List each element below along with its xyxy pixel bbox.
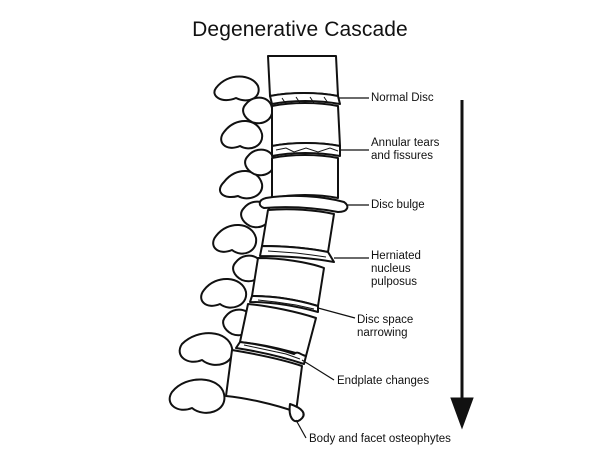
facet-joint — [242, 96, 274, 125]
label-herniated-line1: Herniated — [371, 250, 421, 262]
cascade-arrow-head — [450, 397, 474, 430]
disc-fissure-lines — [275, 147, 339, 153]
disc-annular-tears — [271, 142, 341, 157]
leader-line-endplate — [301, 359, 335, 381]
posterior-process — [219, 170, 264, 200]
label-annular-tears-line1: Annular tears — [371, 137, 440, 149]
label-annular-tears: Annular tears and fissures — [371, 137, 439, 163]
disc-normal — [269, 92, 341, 105]
leader-line-osteophytes — [295, 419, 307, 439]
label-endplate-changes: Endplate changes — [337, 375, 430, 387]
label-disc-space-line1: Disc space — [357, 314, 414, 326]
label-osteophytes: Body and facet osteophytes — [309, 433, 451, 445]
label-normal-disc: Normal Disc — [371, 92, 434, 104]
posterior-process — [220, 120, 264, 150]
label-disc-space: Disc space narrowing — [357, 314, 413, 340]
vertebral-body — [271, 102, 341, 147]
endplate-lines — [243, 344, 301, 360]
label-disc-bulge: Disc bulge — [371, 199, 425, 211]
diagram-title: Degenerative Cascade — [192, 18, 408, 41]
disc-herniation-lines — [267, 250, 327, 258]
disc-space-lines — [257, 299, 315, 310]
disc-herniated — [259, 245, 335, 263]
posterior-process — [212, 224, 258, 255]
label-herniated-line3: pulposus — [371, 276, 418, 288]
posterior-process — [168, 378, 226, 414]
label-disc-space-line2: narrowing — [357, 327, 408, 339]
label-herniated: Herniated nucleus pulposus — [371, 250, 421, 289]
label-herniated-line2: nucleus — [371, 263, 411, 275]
label-annular-tears-line2: and fissures — [371, 150, 434, 162]
posterior-process — [178, 332, 234, 366]
osteophyte — [288, 403, 305, 423]
posterior-process — [213, 75, 260, 102]
facet-joint — [244, 148, 276, 177]
disc-hatching — [281, 96, 329, 105]
vertebral-body — [267, 55, 339, 97]
disc-space-narrowing — [249, 295, 319, 313]
leader-line-disc-space — [317, 307, 356, 319]
posterior-process — [200, 278, 248, 309]
vertebral-body — [271, 154, 339, 199]
disc-bulge — [258, 194, 349, 213]
